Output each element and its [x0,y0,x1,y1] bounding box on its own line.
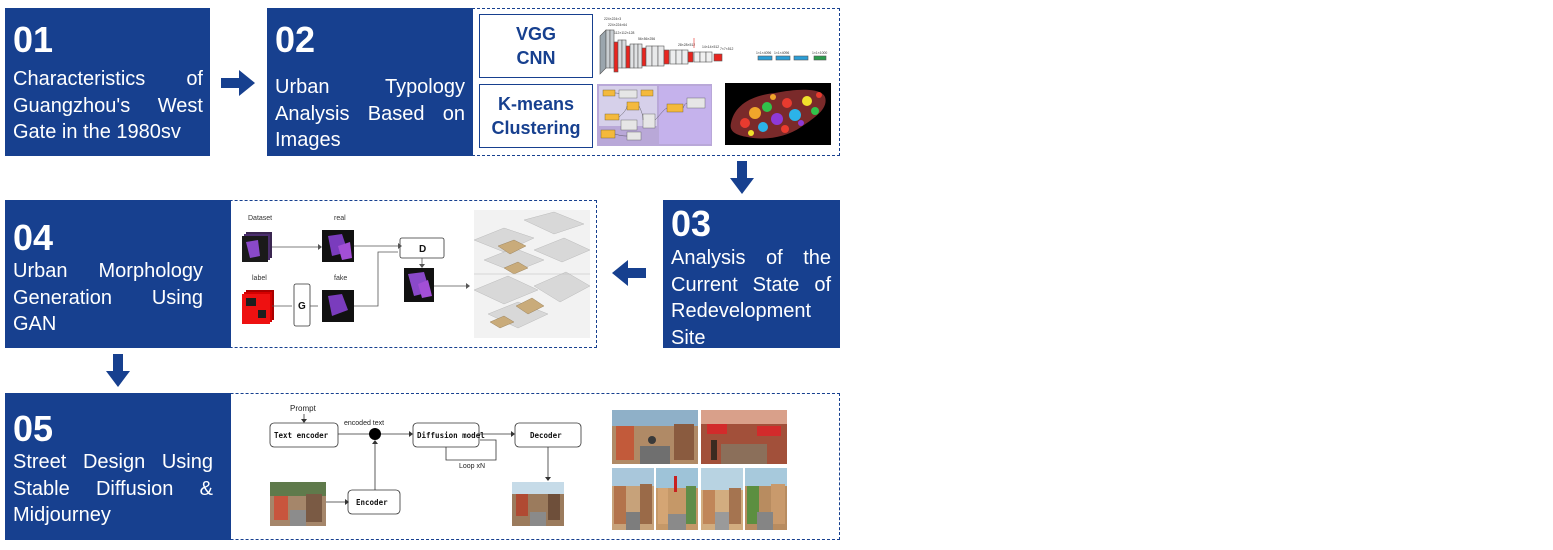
street-render-photo [745,468,787,530]
step-title: Urban Typology Analysis Based on Images [275,76,465,151]
vgg-layer-size: 112×112×128 [614,31,635,35]
step-number: 02 [275,19,316,60]
sd-encoder: Encoder [356,498,388,507]
street-render-photo [656,468,698,530]
kmeans-label: K-means Clustering [479,84,593,148]
step-number: 05 [13,408,54,449]
vgg-layer-size: 7×7×512 [720,47,734,51]
step-title: Analysis of the Current State of Redevel… [671,247,831,349]
gan-diagram: Dataset real label fake D G [242,215,470,327]
vgg-layer-size: 28×28×512 [678,43,695,47]
street-render-photo [701,410,787,464]
cluster-map-thumbnail [725,83,831,145]
gan-generator: G [298,301,306,312]
vgg-layer-size: 224×224×64 [608,23,627,27]
input-street-photo [270,482,326,526]
step-number: 03 [671,203,712,244]
street-render-photo [701,468,743,530]
gan-discriminator: D [419,244,426,255]
vgg-cnn-label: VGG CNN [479,14,593,78]
urban-3d-output-thumbnail [474,210,590,338]
gan-label-label: label [252,275,267,282]
midjourney-results-grid [612,410,787,530]
vgg-layer-size: 224×224×3 [604,17,621,21]
step-05-block: 05 Street Design Using Stable Diffusion … [5,393,231,540]
sd-prompt-label: Prompt [290,404,317,413]
step-03-block: 03 Analysis of the Current State of Rede… [663,200,840,349]
vgg-layer-size: 1×1×1000 [812,51,827,55]
kmeans-node-graph-thumbnail [597,84,712,146]
step-04-block: 04 Urban Morphology Generation Using GAN [5,200,231,348]
vgg-layer-size: 14×14×512 [702,45,719,49]
sd-decoder: Decoder [530,431,562,440]
step-title: Urban Morphology Generation Using GAN [13,260,203,335]
vgg-architecture-diagram: 224×224×3 224×224×64 112×112×128 56×56×2… [599,17,827,75]
step-02-block: 02 Urban Typology Analysis Based on Imag… [267,8,473,156]
vgg-layer-size: 1×1×4096 [756,51,771,55]
stable-diffusion-pipeline-diagram: Prompt Text encoder encoded text Diffusi… [269,404,582,526]
arrow-down-icon [106,354,130,387]
vgg-layer-size: 1×1×4096 [774,51,789,55]
street-render-photo [612,410,698,464]
gan-fake-label: fake [334,275,347,282]
step-01-block: 01 Characteristics of Guangzhou's West G… [5,8,210,156]
sd-loop-label: Loop xN [459,463,485,470]
gan-real-label: real [334,215,346,222]
step-number: 01 [13,19,54,60]
sd-diffusion-model: Diffusion model [417,431,485,440]
sd-encoded-text-label: encoded text [344,420,384,427]
step-title: Street Design Using Stable Diffusion & M… [13,451,213,526]
gan-dataset-label: Dataset [248,215,272,222]
output-street-photo [512,482,564,526]
arrow-right-icon [221,70,255,96]
step-title: Characteristics of Guangzhou's West Gate… [13,68,203,143]
street-render-photo [612,468,654,530]
step-number: 04 [13,217,54,258]
vgg-layer-size: 56×56×256 [638,37,655,41]
sd-text-encoder: Text encoder [274,431,329,440]
arrow-down-icon [730,161,754,194]
arrow-left-icon [612,260,646,286]
